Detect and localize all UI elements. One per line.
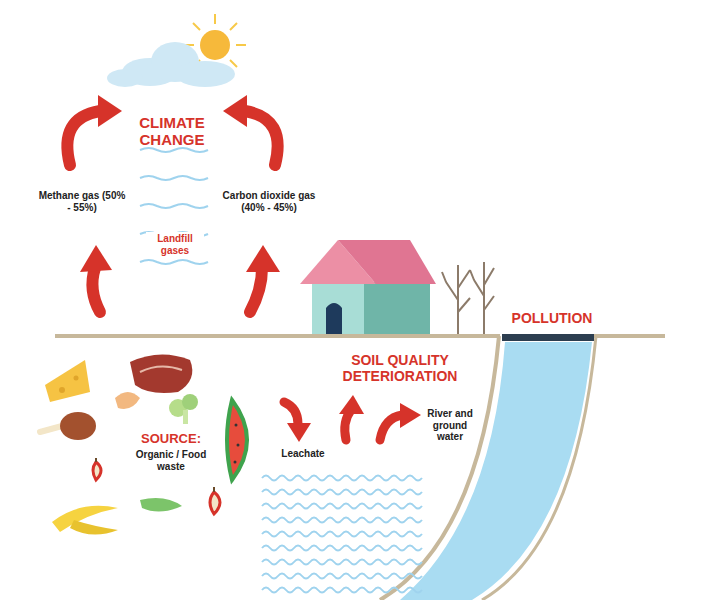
cloud: [107, 42, 235, 87]
wave-line: [262, 532, 422, 537]
wave-line: [262, 490, 422, 495]
wave-line: [262, 546, 422, 551]
label: CLIMATE CHANGE: [117, 114, 227, 149]
wave-line: [262, 476, 422, 481]
label: Methane gas (50% - 55%): [38, 190, 126, 213]
wave-line: [140, 148, 208, 152]
leachate-heads: [287, 395, 421, 442]
wave-line: [140, 260, 208, 264]
wave-line: [262, 574, 422, 579]
label: Carbon dioxide gas (40% - 45%): [214, 190, 324, 213]
label: Organic / Food waste: [128, 449, 214, 472]
food-waste: [40, 354, 247, 534]
wave-line: [262, 518, 422, 523]
label: POLLUTION: [492, 310, 612, 326]
bare-trees: [442, 262, 494, 334]
arrow-heads: [80, 95, 280, 272]
label: Leachate: [272, 448, 334, 460]
label: SOURCE:: [128, 432, 214, 447]
wave-line: [262, 560, 422, 565]
wave-line: [140, 176, 208, 180]
wave-line: [262, 504, 422, 509]
label: Landfill gases: [146, 232, 204, 257]
wave-line: [140, 204, 208, 208]
leachate-waves: [262, 476, 422, 593]
house: [300, 240, 436, 334]
gas-waves: [140, 148, 208, 264]
label: River and ground water: [420, 408, 480, 443]
wave-line: [262, 588, 422, 593]
label: SOIL QUALITY DETERIORATION: [320, 352, 480, 384]
pollution-scum: [502, 334, 594, 341]
